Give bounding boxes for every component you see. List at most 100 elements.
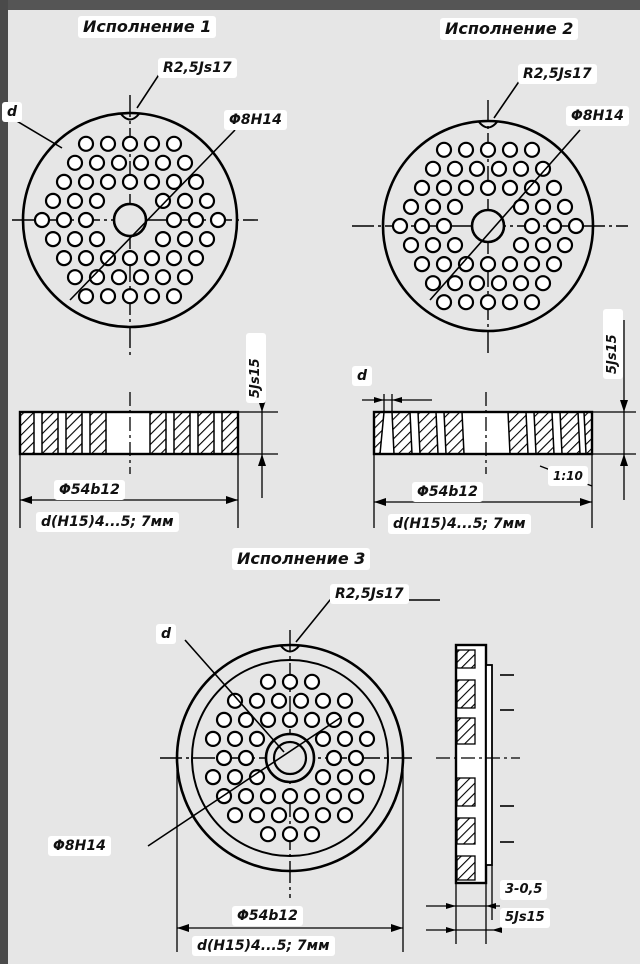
perforation-hole <box>154 154 172 171</box>
perforation-hole <box>99 173 117 190</box>
variant3-step-label: 3-0,5 <box>500 880 548 900</box>
perforation-hole <box>77 250 95 267</box>
perforation-hole <box>143 288 161 305</box>
perforation-hole <box>176 154 194 171</box>
variant1-hole-range-label: d(H15)4...5; 7мм <box>36 512 179 532</box>
perforation-hole <box>132 154 150 171</box>
variant2-diameter-label: Φ54b12 <box>412 482 483 502</box>
perforation-hole <box>336 730 354 748</box>
variant3-d-leader <box>184 639 285 753</box>
variant1-holes <box>33 135 227 305</box>
perforation-hole <box>435 294 453 311</box>
perforation-hole <box>270 692 288 709</box>
perforation-hole <box>237 711 255 729</box>
perforation-hole <box>204 768 222 786</box>
perforation-hole <box>121 173 139 190</box>
perforation-hole <box>501 256 519 273</box>
perforation-hole <box>187 211 205 229</box>
variant1-d-leader <box>9 116 63 149</box>
perforation-hole <box>226 807 244 824</box>
perforation-hole <box>44 192 62 209</box>
perforation-hole <box>165 211 183 229</box>
variant2-taper-label: 1:10 <box>548 466 588 486</box>
perforation-hole <box>490 275 508 292</box>
perforation-hole <box>457 256 475 273</box>
perforation-hole <box>270 807 288 824</box>
perforation-hole <box>479 256 497 273</box>
perforation-hole <box>215 749 233 767</box>
perforation-hole <box>523 256 541 273</box>
perforation-hole <box>66 269 84 286</box>
perforation-hole <box>435 141 453 158</box>
perforation-hole <box>424 275 442 292</box>
perforation-hole <box>215 711 233 729</box>
perforation-hole <box>121 288 139 305</box>
variant3-thickness-label: 5Js15 <box>500 908 550 928</box>
variant3-bore-label: Φ8H14 <box>48 836 111 856</box>
perforation-hole <box>468 160 486 177</box>
perforation-hole <box>226 730 244 748</box>
perforation-hole <box>523 141 541 158</box>
perforation-hole <box>457 141 475 158</box>
perforation-hole <box>77 211 95 229</box>
perforation-hole <box>110 154 128 171</box>
perforation-hole <box>259 711 277 729</box>
perforation-hole <box>33 211 51 229</box>
variant1-thickness-label: 5Js15 <box>246 333 266 403</box>
perforation-hole <box>303 711 321 729</box>
perforation-hole <box>314 768 332 786</box>
perforation-hole <box>204 730 222 748</box>
variant1-title: Исполнение 1 <box>78 16 217 38</box>
perforation-hole <box>176 269 194 286</box>
perforation-hole <box>187 173 205 190</box>
variant1-plan-view <box>9 72 258 358</box>
perforation-hole <box>303 673 321 690</box>
perforation-hole <box>121 250 139 267</box>
perforation-hole <box>512 160 530 177</box>
variant1-section-view <box>18 360 278 528</box>
perforation-hole <box>248 692 266 709</box>
variant2-notch <box>478 121 498 129</box>
perforation-hole <box>402 198 420 215</box>
variant2-outer-circle <box>381 119 595 333</box>
perforation-hole <box>303 787 321 805</box>
variant1-diameter-label: Φ54b12 <box>54 480 125 500</box>
perforation-hole <box>523 217 541 235</box>
perforation-hole <box>501 294 519 311</box>
perforation-hole <box>292 692 310 709</box>
perforation-hole <box>336 692 354 709</box>
perforation-hole <box>237 749 255 767</box>
perforation-hole <box>347 787 365 805</box>
perforation-hole <box>99 135 117 152</box>
perforation-hole <box>336 807 354 824</box>
perforation-hole <box>413 217 431 235</box>
perforation-hole <box>545 179 563 196</box>
perforation-hole <box>446 237 464 254</box>
perforation-hole <box>314 807 332 824</box>
perforation-hole <box>143 173 161 190</box>
perforation-hole <box>501 141 519 158</box>
perforation-hole <box>154 231 172 248</box>
perforation-hole <box>259 826 277 843</box>
perforation-hole <box>545 256 563 273</box>
variant2-bore-label: Φ8H14 <box>566 106 629 126</box>
perforation-hole <box>248 807 266 824</box>
perforation-hole <box>66 231 84 248</box>
perforation-hole <box>314 692 332 709</box>
perforation-hole <box>226 768 244 786</box>
perforation-hole <box>413 256 431 273</box>
perforation-hole <box>347 749 365 767</box>
perforation-hole <box>358 768 376 786</box>
perforation-hole <box>88 154 106 171</box>
perforation-hole <box>435 179 453 196</box>
perforation-hole <box>567 217 585 235</box>
perforation-hole <box>154 192 172 209</box>
variant2-hole-label: d <box>352 366 373 386</box>
perforation-hole <box>165 250 183 267</box>
variant3-hole-label: d <box>156 624 177 644</box>
perforation-hole <box>66 192 84 209</box>
perforation-hole <box>44 231 62 248</box>
perforation-hole <box>187 250 205 267</box>
variant1-outer-circle <box>21 111 239 329</box>
